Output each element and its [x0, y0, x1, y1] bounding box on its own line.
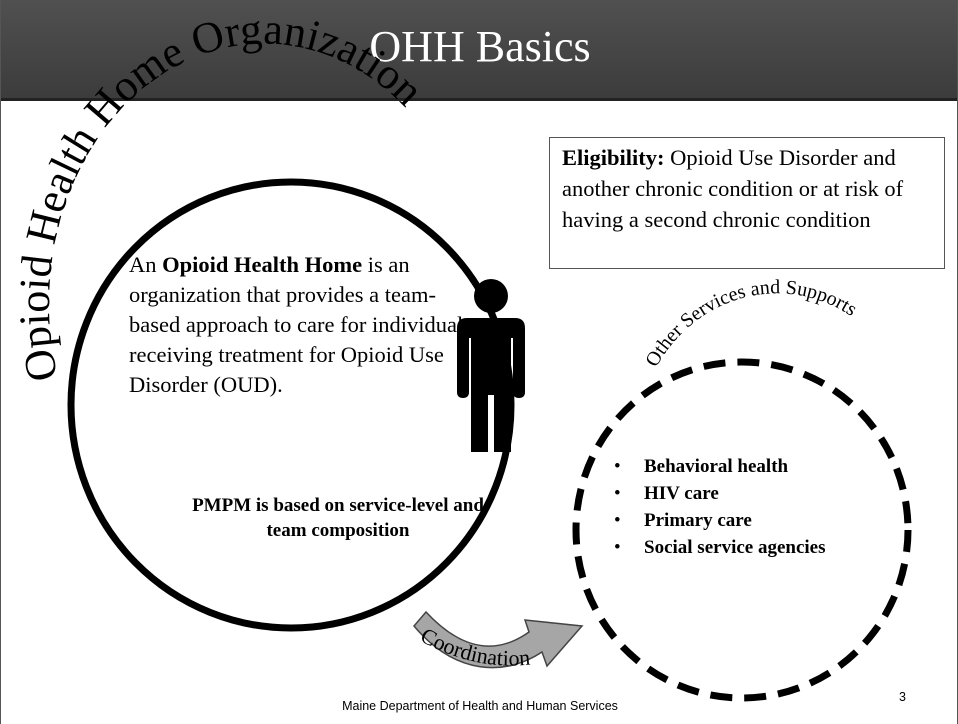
ohh-definition: An Opioid Health Home is an organization…	[129, 250, 474, 400]
services-circle	[572, 358, 912, 702]
pmpm-note: PMPM is based on service-level and team …	[192, 495, 484, 541]
services-arc-label: Other Services and Supports	[641, 276, 861, 370]
list-item: • HIV care	[613, 480, 826, 507]
definition-term: Opioid Health Home	[162, 252, 363, 277]
list-item: • Primary care	[613, 507, 826, 534]
bullet: •	[614, 537, 621, 558]
service-label: Social service agencies	[644, 537, 826, 558]
footer-text: Maine Department of Health and Human Ser…	[342, 699, 618, 713]
bullet: •	[614, 456, 621, 477]
bullet: •	[614, 510, 621, 531]
bullet: •	[614, 483, 621, 504]
services-list: • Behavioral health • HIV care • Primary ca…	[613, 453, 826, 561]
service-label: Primary care	[644, 510, 752, 531]
eligibility-box: Eligibility: Opioid Use Disorder and ano…	[549, 137, 945, 269]
eligibility-text: Opioid Use Disorder and another chronic …	[562, 145, 904, 232]
service-label: Behavioral health	[644, 456, 789, 477]
curved-arrow-icon	[413, 610, 584, 669]
list-item: • Social service agencies	[613, 534, 826, 561]
title-bar	[1, 0, 957, 101]
coordination-label: Coordination	[417, 622, 531, 670]
definition-prefix: An	[129, 252, 163, 277]
definition-rest: is an organization that provides a team-…	[129, 252, 472, 397]
page-number: 3	[899, 690, 906, 704]
person-icon	[457, 279, 525, 452]
service-label: HIV care	[644, 483, 719, 504]
eligibility-label: Eligibility:	[562, 145, 665, 170]
list-item: • Behavioral health	[613, 453, 826, 480]
organization-circle	[67, 178, 515, 632]
slide-title: OHH Basics	[369, 22, 591, 71]
